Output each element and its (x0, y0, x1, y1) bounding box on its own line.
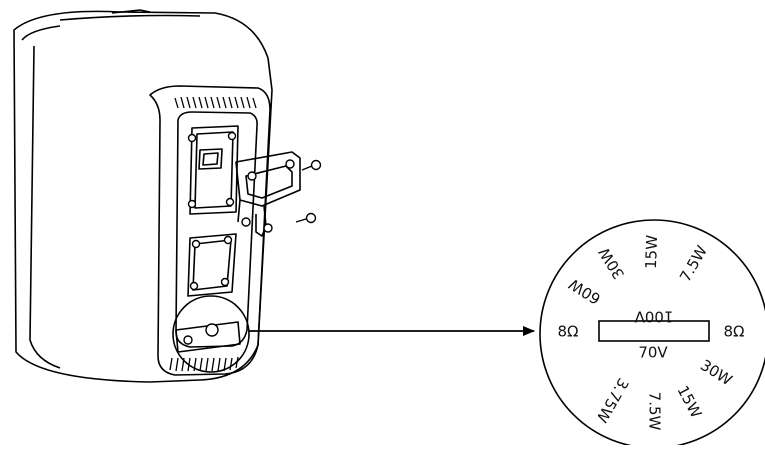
tap-selector-dial: 100V 70V 8Ω 8Ω 60W 30W 15W 7.5W 30W 15W … (539, 219, 765, 449)
voltage-70v-label: 70V (638, 344, 668, 362)
loose-screw-icon (295, 159, 322, 224)
tap-8ohm-right-label: 8Ω (723, 323, 744, 341)
tap-selector-slot (598, 320, 710, 342)
speaker-cabinet (13, 9, 301, 383)
voltage-100v-label: 100V (634, 308, 674, 326)
tap-100v-15w-label: 15W (642, 235, 661, 270)
screw-icon (183, 131, 295, 345)
tap-8ohm-left-label: 8Ω (557, 323, 578, 341)
detail-highlight-circle (172, 295, 250, 373)
tap-70v-7-5w-label: 7.5W (646, 392, 664, 431)
